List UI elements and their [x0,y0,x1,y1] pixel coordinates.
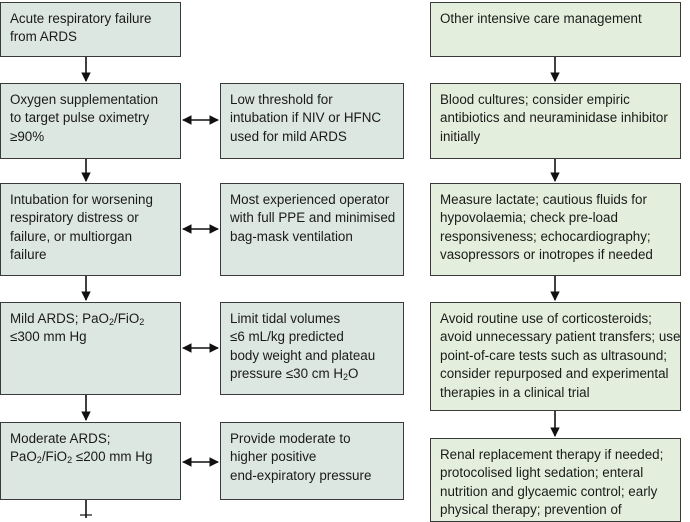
box-line: Low threshold for [230,92,333,107]
box-line: Blood cultures; consider empiric [440,92,630,107]
box-renal-replacement: Renal replacement therapy if needed; pro… [430,438,681,522]
box-oxygen-supplementation: Oxygen supplementation to target pulse o… [0,83,181,159]
box-line: physical therapy; prevention of [440,502,622,518]
box-line: higher positive [230,449,317,465]
box-line: Renal replacement therapy if needed; [440,447,664,462]
box-line: Limit tidal volumes [230,311,341,326]
box-line: Intubation for worsening [10,192,153,207]
box-line: Mild ARDS; PaO2/FiO2 [10,311,145,327]
box-limit-tidal-volumes: Limit tidal volumes ≤6 mL/kg predicted b… [220,302,404,395]
box-line: Acute respiratory failure [10,11,152,26]
box-experienced-operator: Most experienced operator with full PPE … [220,183,404,276]
box-moderate-ards: Moderate ARDS; PaO2/FiO2 ≤200 mm Hg [0,422,181,500]
box-line: bag-mask ventilation [230,228,353,244]
box-line: respiratory distress or [10,210,139,226]
box-avoid-corticosteroids: Avoid routine use of corticosteroids; av… [430,302,681,411]
box-line: nutrition and glycaemic control; early [440,483,658,499]
box-line: ≥90% [10,128,45,144]
box-line: PaO2/FiO2 ≤200 mm Hg [10,449,153,466]
box-line: Measure lactate; cautious fluids for [440,192,647,207]
box-line: ≤300 mm Hg [10,329,87,345]
box-line: initially [440,128,481,144]
box-line: Most experienced operator [230,192,390,207]
box-intubation: Intubation for worsening respiratory dis… [0,183,181,276]
box-line: intubation if NIV or HFNC [230,110,382,126]
box-acute-respiratory-failure: Acute respiratory failure from ARDS [0,2,181,57]
box-line: vasopressors or inotropes if needed [440,247,653,263]
box-line: to target pulse oximetry [10,110,150,126]
box-line: consider repurposed and experimental [440,366,669,382]
box-moderate-peep: Provide moderate to higher positive end-… [220,422,404,500]
box-line: hypovolaemia; check pre-load [440,210,618,226]
box-line: point-of-care tests such as ultrasound; [440,347,668,363]
box-line: from ARDS [10,29,77,45]
box-line: Other intensive care management [440,11,642,26]
box-line: body weight and plateau [230,347,376,363]
box-line: therapies in a clinical trial [440,384,590,400]
box-line: pressure ≤30 cm H2O [230,366,359,383]
box-line: failure [10,247,47,263]
box-other-icu-management: Other intensive care management [430,2,681,57]
box-line: avoid unnecessary patient transfers; use [440,329,681,345]
box-mild-ards: Mild ARDS; PaO2/FiO2 ≤300 mm Hg [0,302,181,395]
box-line: Avoid routine use of corticosteroids; [440,311,652,326]
box-line: failure, or multiorgan [10,228,133,244]
box-blood-cultures: Blood cultures; consider empiric antibio… [430,83,681,159]
box-line: Moderate ARDS; [10,431,111,446]
box-line: end-expiratory pressure [230,467,372,483]
box-line: with full PPE and minimised [230,210,396,226]
box-line: used for mild ARDS [230,128,347,144]
box-line: Provide moderate to [230,431,351,446]
box-line: ≤6 mL/kg predicted [230,329,344,345]
box-line: antibiotics and neuraminidase inhibitor [440,110,668,126]
box-line: responsiveness; echocardiography; [440,228,651,244]
box-line: Oxygen supplementation [10,92,159,107]
box-low-threshold-intubation: Low threshold for intubation if NIV or H… [220,83,404,159]
box-line: protocolised light sedation; enteral [440,465,644,481]
box-measure-lactate: Measure lactate; cautious fluids for hyp… [430,183,681,276]
